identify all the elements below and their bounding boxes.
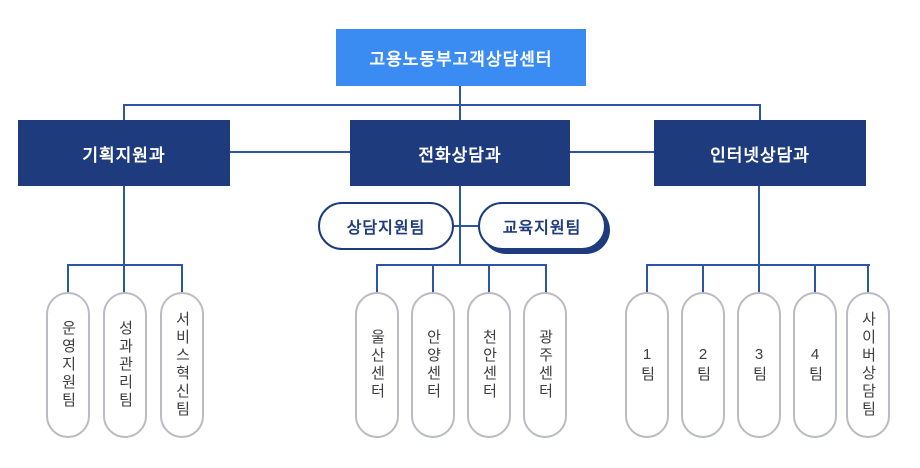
pill-label: 상담지원팀 (346, 220, 426, 237)
team-pill-label: 안양센터 (424, 329, 442, 401)
center-pill-cheonan: 천안센터 (467, 292, 511, 438)
division-box-phone: 전화상담과 (350, 120, 570, 186)
team-pill-label: 운영지원팀 (59, 320, 77, 410)
division-box-internet: 인터넷상담과 (654, 120, 866, 186)
connector-line (67, 264, 183, 266)
team-pill-label: 광주센터 (536, 329, 554, 401)
division-label: 전화상담과 (418, 145, 502, 165)
connector-line (181, 264, 183, 294)
team-pill-cyber-counsel: 사이버상담팀 (846, 292, 890, 438)
connector-line (702, 264, 704, 294)
team-pill-service-innovation: 서비스혁신팀 (160, 292, 204, 438)
connector-line (376, 264, 547, 266)
team-pill-label: 성과관리팀 (116, 320, 134, 410)
pill-education-support-team: 교육지원팀 (478, 202, 606, 250)
connector-line (570, 151, 654, 153)
connector-line (759, 104, 761, 122)
team-pill-label: 3팀 (750, 346, 768, 384)
connector-line (867, 264, 869, 294)
connector-line (376, 264, 378, 294)
team-pill-2: 2팀 (681, 292, 725, 438)
connector-line (459, 86, 461, 106)
team-pill-3: 3팀 (737, 292, 781, 438)
team-pill-label: 울산센터 (368, 329, 386, 401)
team-pill-operations-support: 운영지원팀 (46, 292, 90, 438)
connector-line (758, 186, 760, 294)
team-pill-performance-management: 성과관리팀 (103, 292, 147, 438)
team-pill-4: 4팀 (793, 292, 837, 438)
connector-line (459, 104, 461, 122)
team-pill-label: 2팀 (694, 346, 712, 384)
team-pill-label: 천안센터 (480, 329, 498, 401)
pill-label: 교육지원팀 (502, 220, 582, 237)
pill-counsel-support-team: 상담지원팀 (318, 202, 454, 250)
connector-line (230, 151, 350, 153)
connector-line (123, 186, 125, 294)
center-pill-gwangju: 광주센터 (523, 292, 567, 438)
team-pill-label: 1팀 (638, 346, 656, 384)
team-pill-label: 4팀 (806, 346, 824, 384)
connector-line (438, 225, 494, 227)
connector-line (67, 264, 69, 294)
connector-line (646, 264, 870, 266)
connector-line (814, 264, 816, 294)
team-pill-1: 1팀 (625, 292, 669, 438)
division-label: 기획지원과 (82, 145, 166, 165)
center-pill-anyang: 안양센터 (411, 292, 455, 438)
team-pill-label: 서비스혁신팀 (173, 311, 191, 419)
center-pill-ulsan: 울산센터 (355, 292, 399, 438)
connector-line (432, 264, 434, 294)
connector-line (545, 264, 547, 294)
connector-line (123, 104, 125, 122)
connector-line (488, 264, 490, 294)
division-label: 인터넷상담과 (710, 145, 810, 165)
connector-line (646, 264, 648, 294)
connector-line (123, 104, 761, 106)
org-root-box: 고용노동부고객상담센터 (336, 29, 586, 86)
org-root-label: 고용노동부고객상담센터 (369, 50, 553, 69)
team-pill-label: 사이버상담팀 (859, 311, 877, 419)
division-box-planning: 기획지원과 (18, 120, 230, 186)
